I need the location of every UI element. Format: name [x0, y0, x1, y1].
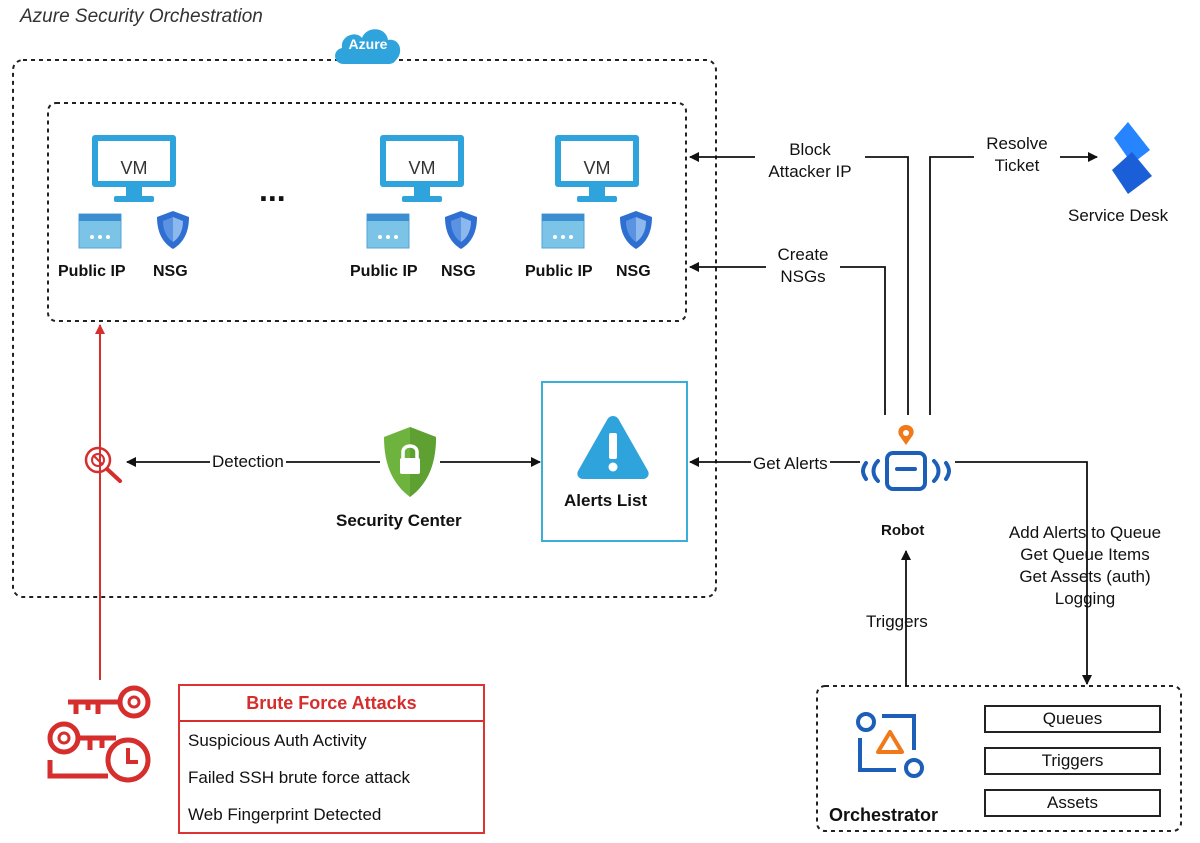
service-desk-label: Service Desk	[1068, 206, 1169, 225]
queue-op-line: Add Alerts to Queue	[1008, 523, 1162, 542]
queue-operations-label: Add Alerts to Queue Get Queue Items Get …	[985, 522, 1185, 610]
security-center-shield-icon	[384, 427, 436, 497]
public-ip-label: Public IP	[58, 263, 126, 280]
vm-monitor-icon	[380, 135, 464, 202]
service-desk-icon	[1112, 122, 1152, 194]
diagram-title: Azure Security Orchestration	[20, 6, 263, 27]
nsg-label: NSG	[441, 263, 476, 280]
block-label-line-2: Attacker IP	[768, 162, 852, 181]
nsg-label: NSG	[616, 263, 651, 280]
azure-cloud-icon: Azure	[330, 22, 406, 68]
brute-force-item: Failed SSH brute force attack	[188, 768, 411, 787]
create-label-line-2: NSGs	[780, 267, 826, 286]
create-nsgs-label: Create NSGs	[766, 244, 840, 288]
public-ip-icon	[541, 213, 585, 249]
vm-2: VM Public IP NSG	[348, 125, 498, 285]
nsg-shield-icon	[445, 211, 477, 249]
orchestrator-label: Orchestrator	[829, 805, 939, 825]
nsg-shield-icon	[620, 211, 652, 249]
nsg-label: NSG	[153, 263, 188, 280]
public-ip-icon	[366, 213, 410, 249]
brute-force-item: Web Fingerprint Detected	[188, 805, 382, 824]
alert-warning-icon	[577, 416, 649, 479]
alerts-list-label: Alerts List	[564, 491, 648, 510]
vm-monitor-icon	[92, 135, 176, 202]
brute-force-keys-icon	[47, 685, 151, 783]
detection-label: Detection	[210, 451, 286, 473]
vm-label: VM	[120, 158, 148, 178]
vm-3: VM Public IP NSG	[525, 125, 675, 285]
orchestrator-assets-item: Assets	[984, 789, 1161, 817]
vm-1: VM Public IP NSG	[58, 125, 210, 285]
resolve-label-line-1: Resolve	[986, 134, 1048, 153]
public-ip-label: Public IP	[525, 263, 593, 280]
triggers-label: Triggers	[866, 612, 928, 631]
vm-monitor-icon	[555, 135, 639, 202]
orchestrator-boundary	[816, 685, 1182, 832]
queue-op-line: Logging	[1054, 589, 1116, 608]
vm-label: VM	[583, 158, 611, 178]
queue-op-line: Get Assets (auth)	[1019, 567, 1151, 586]
resolve-label-line-2: Ticket	[994, 156, 1040, 175]
orchestrator-triggers-item: Triggers	[984, 747, 1161, 775]
queue-op-line: Get Queue Items	[1020, 545, 1150, 564]
brute-force-panel: Brute Force Attacks Suspicious Auth Acti…	[178, 684, 485, 834]
ellipsis: ...	[259, 172, 286, 208]
threat-detection-icon	[84, 446, 122, 483]
robot-icon	[861, 425, 951, 491]
resolve-ticket-label: Resolve Ticket	[974, 133, 1060, 177]
block-attacker-ip-label: Block Attacker IP	[755, 139, 865, 183]
public-ip-icon	[78, 213, 122, 249]
brute-force-item: Suspicious Auth Activity	[188, 731, 367, 750]
nsg-shield-icon	[157, 211, 189, 249]
orchestrator-icon	[856, 712, 924, 778]
vm-group-boundary	[47, 102, 687, 322]
security-center-label: Security Center	[336, 511, 462, 530]
block-label-line-1: Block	[789, 140, 831, 159]
azure-cloud-label: Azure	[348, 36, 388, 52]
robot-label: Robot	[881, 522, 925, 539]
brute-force-heading: Brute Force Attacks	[180, 686, 483, 722]
get-alerts-label: Get Alerts	[751, 453, 830, 475]
create-label-line-1: Create	[777, 245, 829, 264]
public-ip-label: Public IP	[350, 263, 418, 280]
orchestrator-queues-item: Queues	[984, 705, 1161, 733]
vm-label: VM	[408, 158, 436, 178]
